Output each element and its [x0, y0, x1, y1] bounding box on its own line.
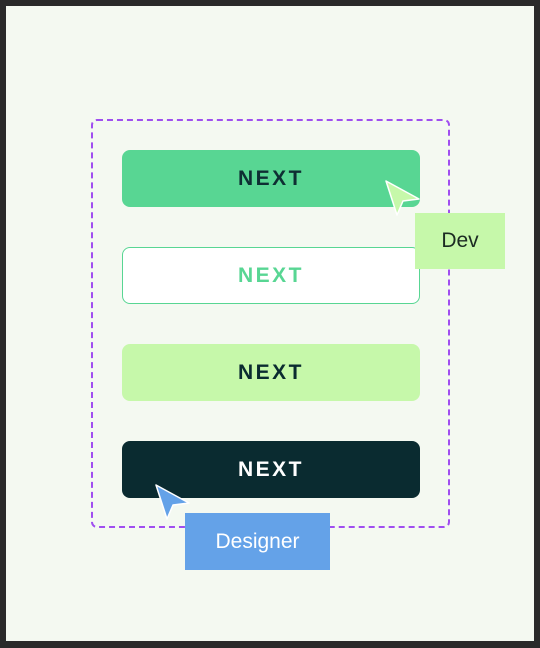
next-button-light[interactable]: NEXT — [122, 344, 420, 401]
designer-cursor-label: Designer — [185, 513, 330, 570]
design-canvas: NEXT NEXT NEXT NEXT Dev Designer — [6, 6, 534, 641]
dev-pointer-cursor-icon — [385, 180, 420, 216]
designer-pointer-cursor-icon — [155, 484, 190, 520]
dev-cursor-label: Dev — [415, 213, 505, 269]
next-button-outline[interactable]: NEXT — [122, 247, 420, 304]
next-button-primary[interactable]: NEXT — [122, 150, 420, 207]
next-button-dark[interactable]: NEXT — [122, 441, 420, 498]
